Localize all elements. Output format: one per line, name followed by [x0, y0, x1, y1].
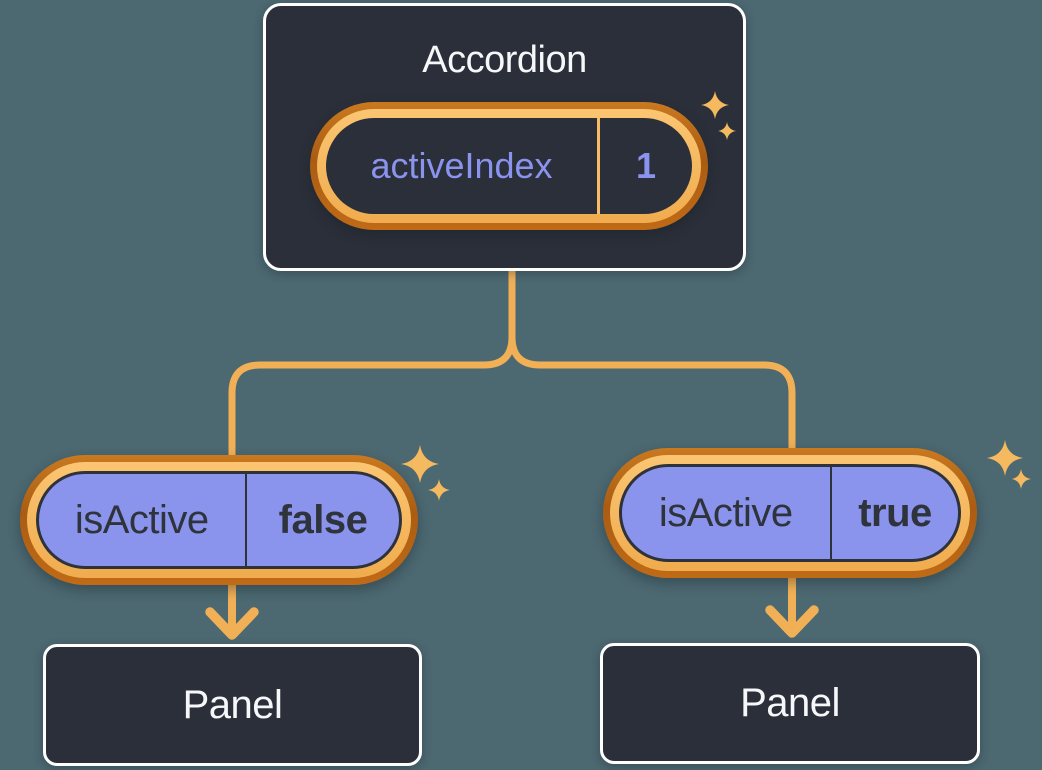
- pill-divider: [597, 118, 600, 214]
- sparkle-small-icon: [718, 122, 736, 140]
- panel-node-title: Panel: [182, 682, 283, 727]
- arrow-down-right-head-icon: [765, 605, 819, 638]
- arrow-down-left-head-icon: [205, 607, 259, 640]
- is-active-true-pill: isActive true: [603, 448, 977, 578]
- pill-divider: [244, 474, 247, 566]
- accordion-node-title: Accordion: [422, 39, 587, 81]
- state-name-label: isActive: [74, 497, 209, 542]
- sparkle-large-icon: [987, 440, 1023, 476]
- sparkle-large-icon: [401, 445, 439, 483]
- state-value-label: 1: [635, 145, 657, 186]
- sparkle-large-icon: [701, 91, 729, 119]
- state-name-label: activeIndex: [370, 145, 553, 186]
- pill-divider: [829, 467, 832, 559]
- panel-node-title: Panel: [740, 681, 840, 725]
- state-value-label: true: [858, 490, 932, 535]
- panel-node-right: Panel: [600, 643, 980, 764]
- state-value-label: false: [278, 497, 368, 542]
- is-active-false-pill: isActive false: [20, 455, 418, 585]
- active-index-state-pill: activeIndex 1: [310, 102, 708, 230]
- connector-right-branch: [508, 267, 796, 457]
- panel-node-left: Panel: [43, 644, 422, 766]
- state-name-label: isActive: [658, 490, 793, 535]
- sparkle-small-icon: [1012, 469, 1031, 489]
- sparkle-small-icon: [428, 479, 450, 501]
